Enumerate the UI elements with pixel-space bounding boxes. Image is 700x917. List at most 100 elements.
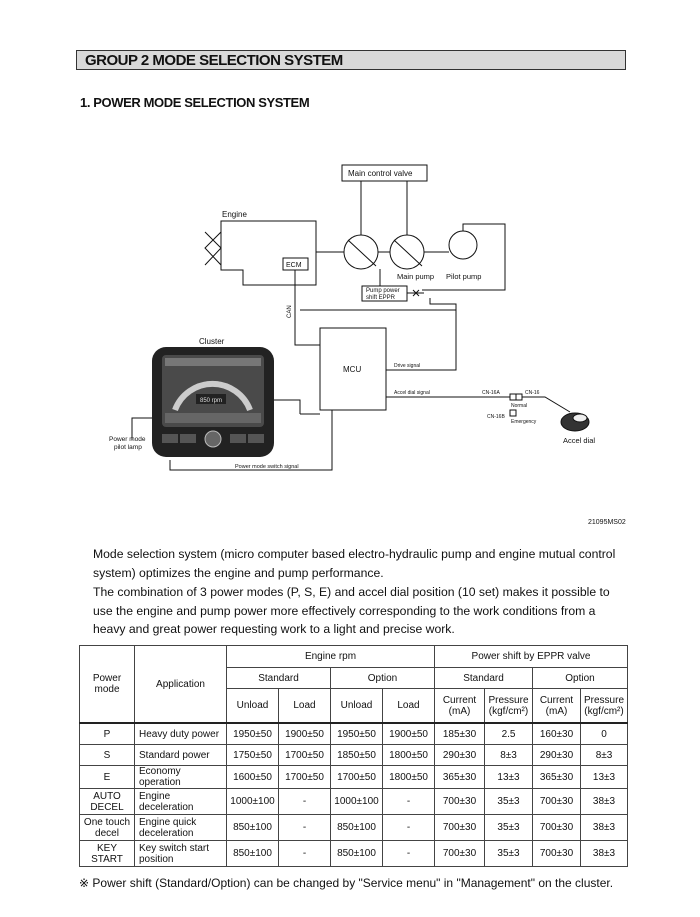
header-application: Application <box>134 645 227 724</box>
header-rpm-option: Option <box>329 667 436 689</box>
eppr-valve <box>407 289 424 297</box>
cell-opt-load: - <box>381 788 436 815</box>
footnote: ※ Power shift (Standard/Option) can be c… <box>79 876 614 890</box>
cluster-device: 850 rpm <box>152 347 274 457</box>
cluster-can-line <box>272 399 320 415</box>
label-engine: Engine <box>222 210 247 219</box>
cell-opt-unload: 850±100 <box>330 840 383 867</box>
cell-mode: E <box>79 765 135 789</box>
figure-code: 21095MS02 <box>588 519 626 526</box>
pump-swash-lines <box>347 239 423 267</box>
label-accel-dial: Accel dial <box>563 436 595 445</box>
drive-signal-line <box>386 298 457 371</box>
paragraph-1: Mode selection system (micro computer ba… <box>93 547 616 580</box>
cell-opt-pressure: 13±3 <box>580 765 629 789</box>
pilot-pump-icon <box>448 230 478 260</box>
cell-opt-current: 290±30 <box>532 744 582 766</box>
cell-application: Key switch start position <box>134 840 227 867</box>
label-cluster: Cluster <box>199 337 225 346</box>
cell-std-pressure: 35±3 <box>484 788 534 815</box>
label-cn16b: CN-16B <box>487 414 505 420</box>
cell-opt-load: - <box>381 840 436 867</box>
label-main-pump: Main pump <box>397 272 434 281</box>
header-unload: Unload <box>330 688 383 724</box>
cell-opt-load: 1800±50 <box>381 744 436 766</box>
cell-std-pressure: 35±3 <box>484 840 534 867</box>
header-load: Load <box>381 688 436 724</box>
cell-opt-unload: 1700±50 <box>330 765 383 789</box>
cell-std-current: 290±30 <box>434 744 486 766</box>
header-shift-standard: Standard <box>434 667 534 689</box>
cell-std-pressure: 2.5 <box>484 722 534 745</box>
label-ecm: ECM <box>286 262 302 269</box>
cell-std-pressure: 8±3 <box>484 744 534 766</box>
cell-std-load: - <box>278 788 331 815</box>
cell-std-current: 700±30 <box>434 840 486 867</box>
cell-std-current: 700±30 <box>434 814 486 841</box>
header-current: Current (mA) <box>532 688 582 724</box>
engine-outline <box>220 220 317 286</box>
label-pilot-pump: Pilot pump <box>446 272 481 281</box>
cell-application: Heavy duty power <box>134 722 227 745</box>
header-rpm-standard: Standard <box>226 667 331 689</box>
group-title: GROUP 2 MODE SELECTION SYSTEM <box>85 52 343 69</box>
cn16-connector <box>515 393 523 401</box>
cell-std-load: - <box>278 814 331 841</box>
can-line <box>294 270 320 346</box>
label-can: CAN <box>287 305 293 318</box>
label-shift-eppr: shift EPPR <box>366 295 396 301</box>
label-power-mode-lamp-1: Power mode <box>109 436 146 443</box>
table-row: S Standard power 1750±50 1700±50 1850±50… <box>79 744 629 766</box>
label-mcu: MCU <box>343 365 361 374</box>
mcu-box <box>319 327 387 411</box>
cell-opt-pressure: 38±3 <box>580 840 629 867</box>
cell-std-pressure: 13±3 <box>484 765 534 789</box>
cell-mode: P <box>79 722 135 745</box>
cn16b-connector <box>509 409 517 417</box>
header-shift-option: Option <box>532 667 629 689</box>
cell-std-current: 185±30 <box>434 722 486 745</box>
cell-mode: One touch decel <box>79 814 135 841</box>
cell-opt-unload: 1950±50 <box>330 722 383 745</box>
label-pump-power: Pump power <box>366 288 400 294</box>
cell-std-load: 1700±50 <box>278 744 331 766</box>
valve-lines <box>360 181 408 235</box>
label-cn16a: CN-16A <box>482 390 500 396</box>
cell-opt-current: 700±30 <box>532 840 582 867</box>
power-mode-diagram: 850 rpm Main control valve Engine ECM Ma… <box>109 164 595 471</box>
header-load: Load <box>278 688 331 724</box>
cell-std-pressure: 35±3 <box>484 814 534 841</box>
switch-signal-line <box>169 410 333 471</box>
cell-opt-pressure: 0 <box>580 722 629 745</box>
table-row: AUTO DECEL Engine deceleration 1000±100 … <box>79 788 629 815</box>
pilot-line <box>422 223 506 291</box>
label-main-control-valve: Main control valve <box>348 169 413 178</box>
cell-opt-load: 1900±50 <box>381 722 436 745</box>
label-drive-signal: Drive signal <box>394 363 420 369</box>
cell-opt-current: 160±30 <box>532 722 582 745</box>
cell-std-current: 365±30 <box>434 765 486 789</box>
table-row: E Economy operation 1600±50 1700±50 1700… <box>79 765 629 789</box>
cell-std-load: 1900±50 <box>278 722 331 745</box>
cell-opt-load: 1800±50 <box>381 765 436 789</box>
power-mode-table: Power mode Application Engine rpm Power … <box>79 645 629 867</box>
cell-opt-current: 700±30 <box>532 788 582 815</box>
table-row: One touch decel Engine quick deceleratio… <box>79 814 629 841</box>
cell-mode: S <box>79 744 135 766</box>
header-pressure: Pressure (kgf/cm²) <box>580 688 629 724</box>
cell-std-current: 700±30 <box>434 788 486 815</box>
cell-std-unload: 1750±50 <box>226 744 279 766</box>
header-power-mode: Power mode <box>79 645 135 724</box>
cell-opt-unload: 1850±50 <box>330 744 383 766</box>
dial-wire <box>522 396 571 413</box>
cell-application: Engine deceleration <box>134 788 227 815</box>
header-engine-rpm: Engine rpm <box>225 645 436 668</box>
cell-opt-pressure: 8±3 <box>580 744 629 766</box>
table-row: P Heavy duty power 1950±50 1900±50 1950±… <box>79 722 629 745</box>
cell-mode: KEY START <box>79 840 135 867</box>
cell-opt-pressure: 38±3 <box>580 814 629 841</box>
paragraph-2: The combination of 3 power modes (P, S, … <box>93 585 610 637</box>
cell-opt-current: 700±30 <box>532 814 582 841</box>
section-title: 1. POWER MODE SELECTION SYSTEM <box>80 95 310 110</box>
label-accel-dial-signal: Accel dial signal <box>394 390 430 396</box>
